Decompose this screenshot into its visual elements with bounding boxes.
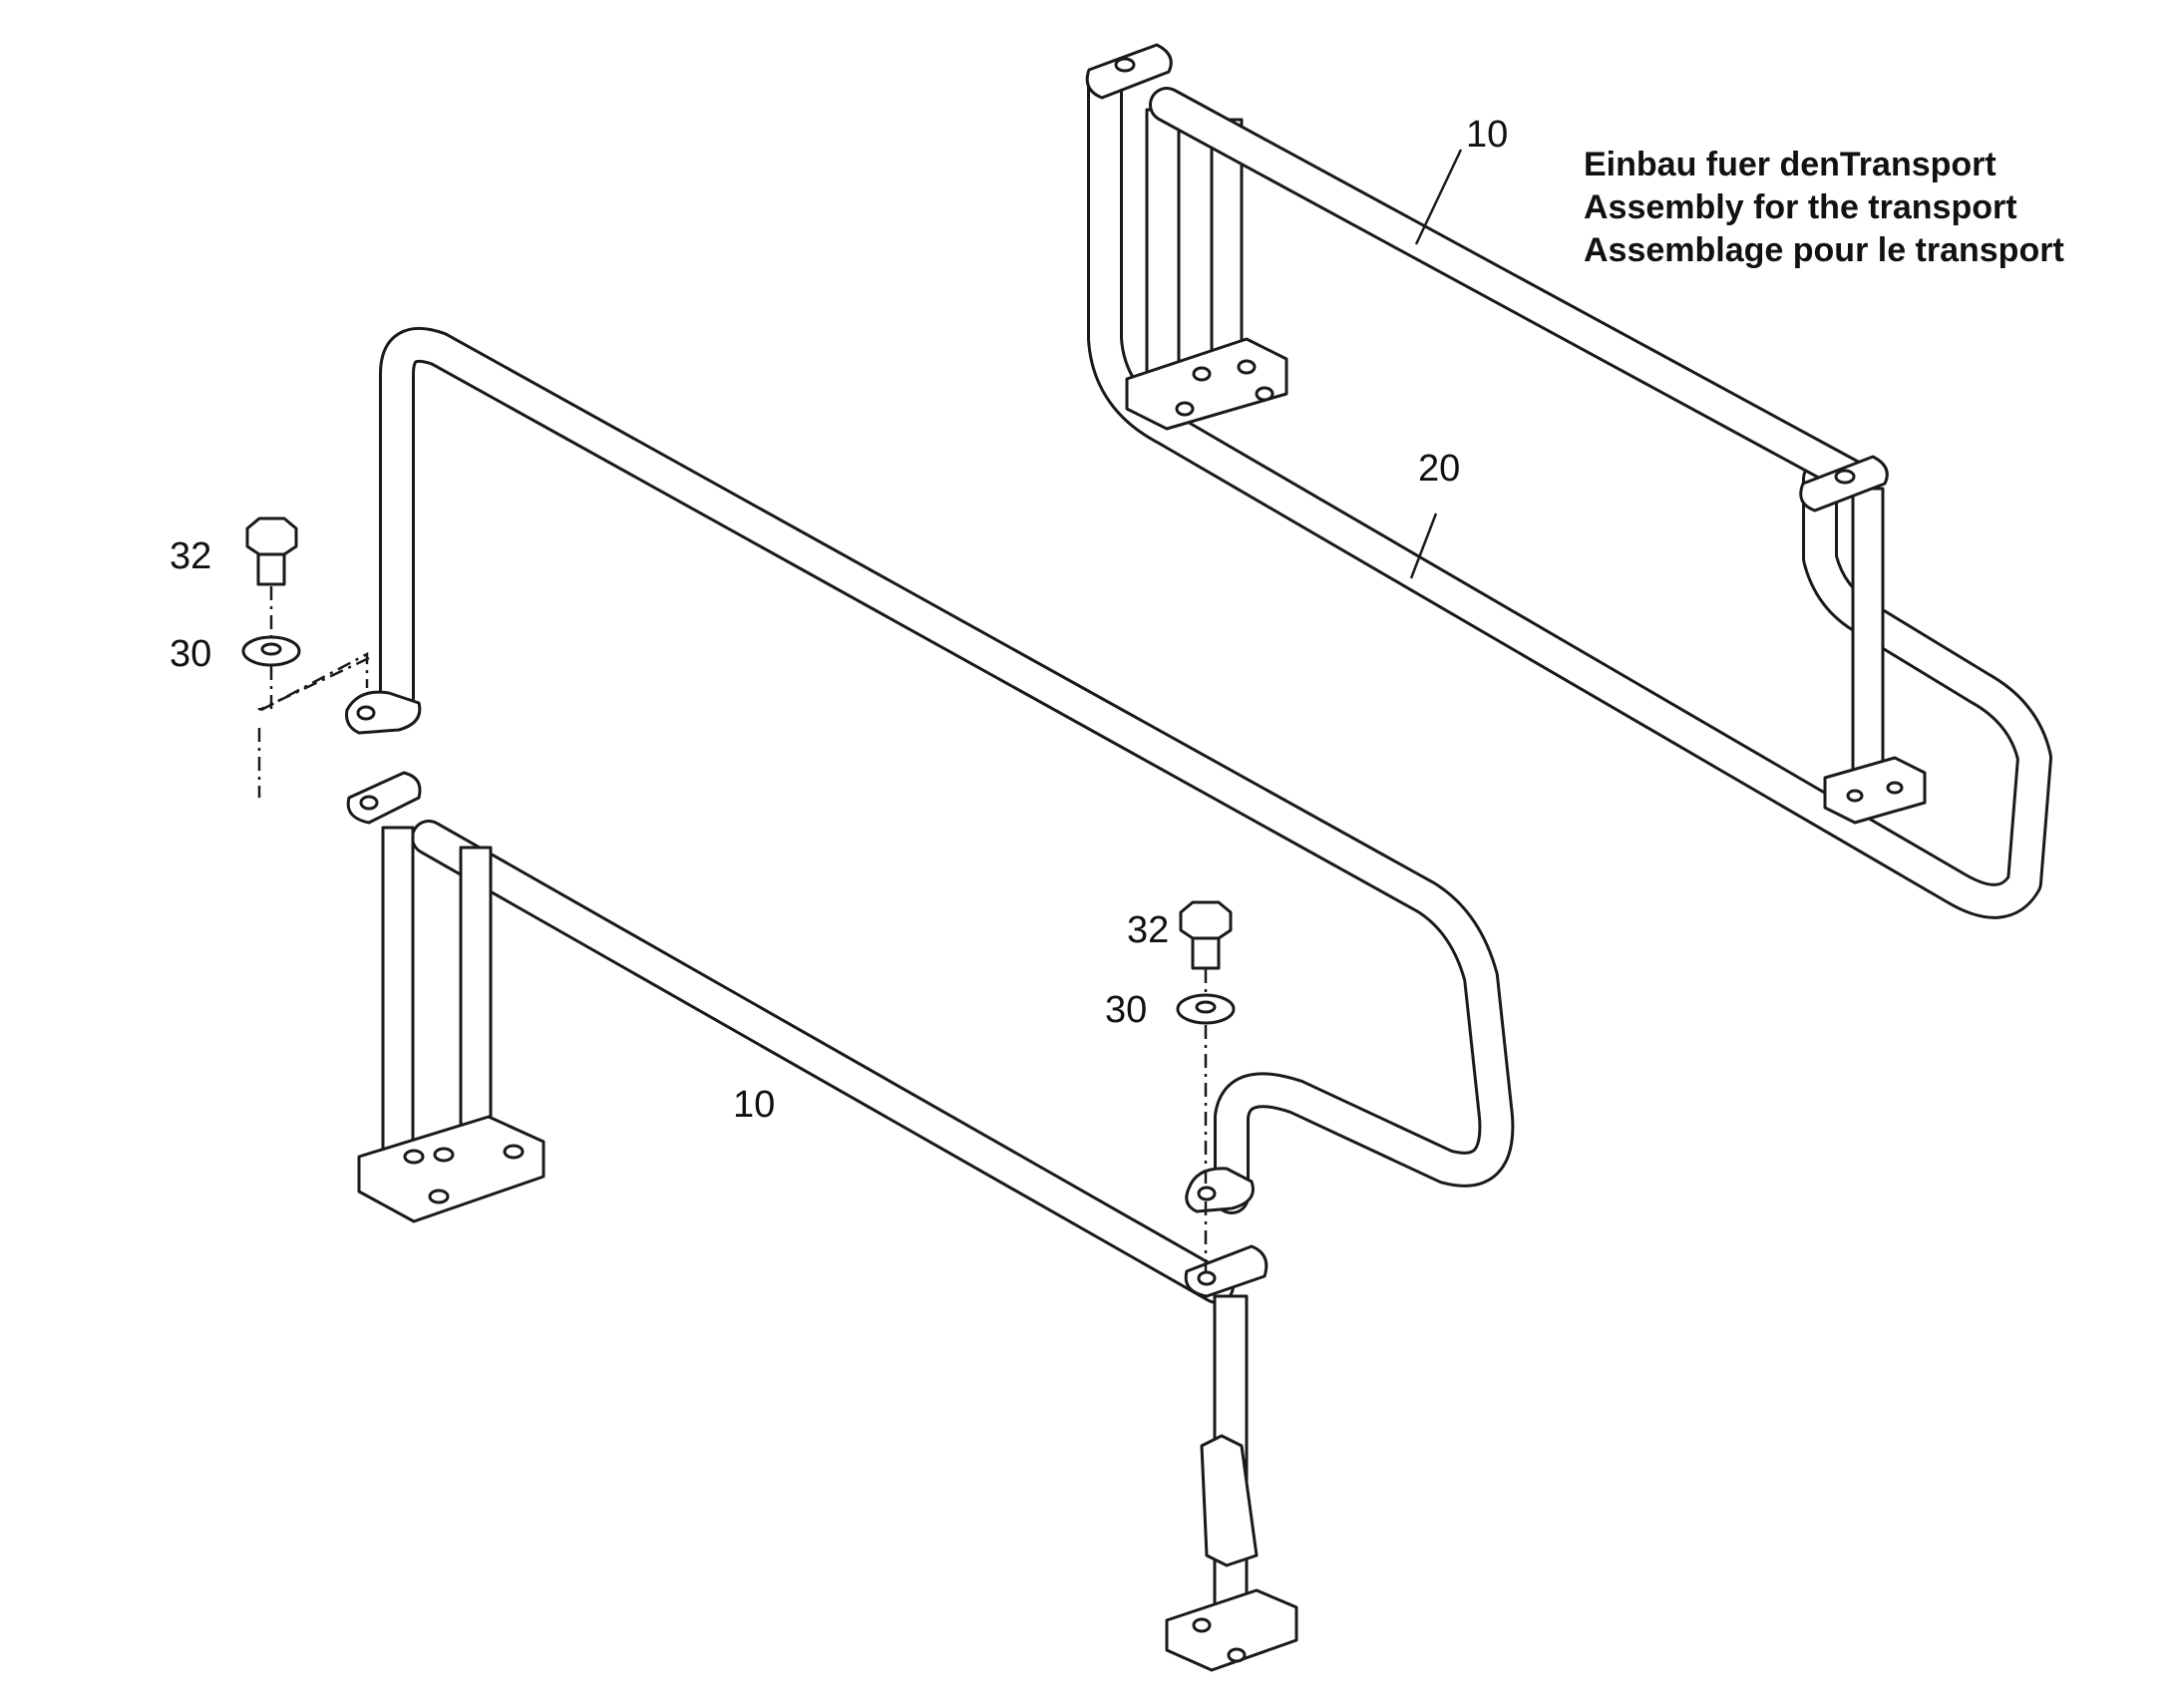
label-mid-bolt-32: 32 <box>1127 909 1169 951</box>
left-axis-line <box>257 586 370 798</box>
label-front-rail-10: 10 <box>733 1084 775 1126</box>
mid-washer-30 <box>1176 993 1236 1025</box>
front-rail-10 <box>411 820 1235 1304</box>
front-upper-guard <box>379 327 1515 1214</box>
label-rear-rail-10: 10 <box>1466 114 1508 156</box>
label-rear-guard-20: 20 <box>1418 448 1460 490</box>
front-left-post <box>357 826 545 1223</box>
caption-line-de: Einbau fuer denTransport <box>1584 146 1997 183</box>
left-bracket-line <box>260 651 369 712</box>
front-right-post <box>1165 1294 1298 1672</box>
left-bolt-32 <box>245 516 298 586</box>
leader-rear-guard-20 <box>1409 512 1438 579</box>
left-washer-30 <box>241 635 301 667</box>
rear-assembly <box>1085 43 2052 919</box>
mid-bolt-32 <box>1179 900 1233 970</box>
caption-line-fr: Assemblage pour le transport <box>1584 231 2064 269</box>
front-assembly <box>345 327 1515 1672</box>
leader-rear-rail-10 <box>1414 149 1463 245</box>
rear-rail-10 <box>1149 87 1873 497</box>
label-left-bolt-32: 32 <box>170 535 211 577</box>
label-mid-washer-30: 30 <box>1105 989 1147 1031</box>
assembly-caption: Einbau fuer denTransport Assembly for th… <box>1584 146 2064 269</box>
label-left-washer-30: 30 <box>170 633 211 675</box>
caption-line-en: Assembly for the transport <box>1584 188 2017 226</box>
